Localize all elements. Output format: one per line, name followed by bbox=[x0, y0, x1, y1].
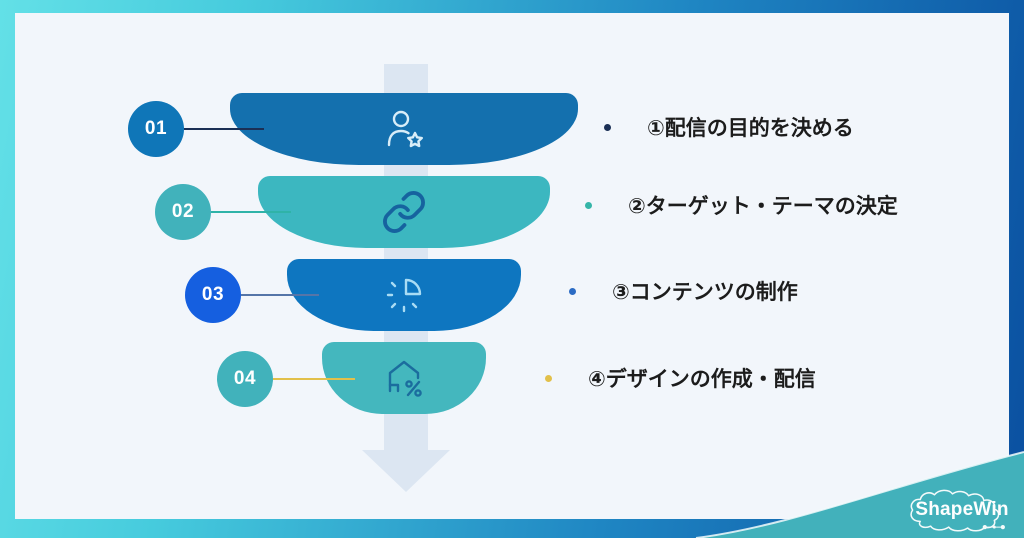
cloud-icon bbox=[910, 489, 1005, 532]
funnel-segment-2 bbox=[258, 176, 550, 248]
funnel-segment-3 bbox=[287, 259, 521, 331]
bullet-dot-1 bbox=[604, 123, 611, 131]
step-label-row-1: ①配信の目的を決める bbox=[604, 113, 854, 141]
link-icon bbox=[383, 191, 425, 233]
shine-pie-icon bbox=[386, 278, 422, 313]
logo-dots bbox=[982, 525, 987, 530]
step-label-row-2: ②ターゲット・テーマの決定 bbox=[585, 191, 898, 219]
user-star-icon bbox=[387, 110, 423, 148]
step-number-2: 02 bbox=[155, 184, 211, 240]
step-label-4: ④デザインの作成・配信 bbox=[588, 368, 816, 391]
connector-line-2 bbox=[211, 211, 291, 213]
connector-line-4 bbox=[273, 378, 355, 380]
house-percent-icon bbox=[388, 360, 422, 397]
step-label-2: ②ターゲット・テーマの決定 bbox=[628, 195, 898, 218]
brand-logo: ShapeWin bbox=[905, 487, 1019, 533]
bullet-dot-3 bbox=[569, 287, 576, 295]
step-label-row-3: ③コンテンツの制作 bbox=[569, 277, 798, 305]
connector-line-3 bbox=[241, 294, 319, 296]
connector-line-1 bbox=[184, 128, 264, 130]
bullet-dot-2 bbox=[585, 201, 592, 209]
step-label-3: ③コンテンツの制作 bbox=[612, 281, 798, 304]
funnel-segment-1 bbox=[230, 93, 578, 165]
bullet-dot-4 bbox=[545, 374, 552, 382]
step-number-1: 01 bbox=[128, 101, 184, 157]
corner-swoosh bbox=[695, 451, 1024, 538]
logo-text: ShapeWin bbox=[915, 499, 1009, 520]
step-number-3: 03 bbox=[185, 267, 241, 323]
step-label-1: ①配信の目的を決める bbox=[647, 117, 854, 140]
step-number-4: 04 bbox=[217, 351, 273, 407]
funnel-segment-4 bbox=[322, 342, 486, 414]
step-label-row-4: ④デザインの作成・配信 bbox=[545, 364, 816, 392]
